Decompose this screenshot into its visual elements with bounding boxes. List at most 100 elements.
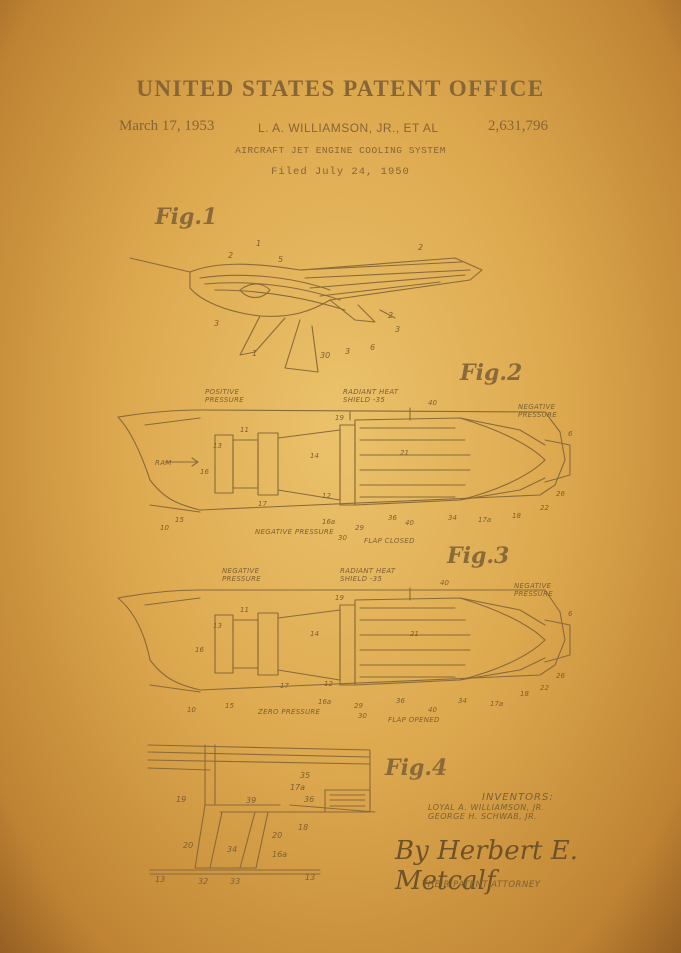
fig2-negative-pressure-bottom-label: NEGATIVE PRESSURE <box>255 528 334 536</box>
fig3-engine-drawing <box>117 587 571 693</box>
svg-text:13: 13 <box>305 873 315 882</box>
fig2-flap-closed-label: FLAP CLOSED <box>364 537 415 545</box>
svg-text:40: 40 <box>428 706 437 714</box>
svg-text:16a: 16a <box>322 518 335 526</box>
svg-text:36: 36 <box>388 514 397 522</box>
svg-text:3: 3 <box>214 319 219 328</box>
office-title: UNITED STATES PATENT OFFICE <box>136 76 545 101</box>
svg-text:17a: 17a <box>490 700 503 708</box>
fig4-label: Fig.4 <box>385 755 448 781</box>
fig3-label: Fig.3 <box>447 543 510 569</box>
svg-text:2: 2 <box>228 251 233 260</box>
fig3-negative-pressure-right-label: NEGATIVE PRESSURE <box>514 582 553 598</box>
filed-date: Filed July 24, 1950 <box>271 166 410 178</box>
svg-text:13: 13 <box>213 442 222 450</box>
svg-text:16: 16 <box>200 468 209 476</box>
fig3-negative-pressure-left-label: NEGATIVE PRESSURE <box>222 567 261 583</box>
patent-date: March 17, 1953 <box>119 118 215 134</box>
svg-text:36: 36 <box>396 697 405 705</box>
svg-text:33: 33 <box>230 877 240 886</box>
svg-text:39: 39 <box>246 796 256 805</box>
fig3-zero-pressure-label: ZERO PRESSURE <box>258 708 321 716</box>
fig1-aircraft-drawing <box>129 257 483 373</box>
svg-text:3: 3 <box>345 347 350 356</box>
fig3-flap-opened-label: FLAP OPENED <box>388 716 440 724</box>
svg-text:30: 30 <box>358 712 367 720</box>
svg-text:16a: 16a <box>318 698 331 706</box>
svg-text:40: 40 <box>440 579 449 587</box>
svg-text:2: 2 <box>418 243 423 252</box>
fig2-radiant-heat-shield-label: RADIANT HEAT SHIELD -35 <box>343 388 399 404</box>
svg-text:14: 14 <box>310 452 319 460</box>
patent-subtitle: AIRCRAFT JET ENGINE COOLING SYSTEM <box>235 145 446 156</box>
svg-text:16a: 16a <box>272 850 287 859</box>
svg-text:1: 1 <box>256 239 261 248</box>
svg-text:20: 20 <box>272 831 282 840</box>
svg-text:11: 11 <box>240 606 249 614</box>
svg-text:40: 40 <box>405 519 414 527</box>
fig2-ram-label: RAM <box>155 459 172 467</box>
inventors-block: INVENTORS: LOYAL A. WILLIAMSON, JR. GEOR… <box>420 792 554 821</box>
svg-text:11: 11 <box>240 426 249 434</box>
svg-text:21: 21 <box>400 449 409 457</box>
svg-text:2: 2 <box>388 311 393 320</box>
svg-text:1: 1 <box>252 349 257 358</box>
attorney-signature: By Herbert E. Metcalf <box>395 836 578 896</box>
svg-text:22: 22 <box>540 504 549 512</box>
svg-text:10: 10 <box>187 706 196 714</box>
svg-text:12: 12 <box>322 492 331 500</box>
svg-text:6: 6 <box>568 610 573 618</box>
fig4-reference-numerals: 19 39 35 17a 36 18 20 20 34 16a 13 32 33 13 <box>155 771 315 886</box>
inventors-line: L. A. WILLIAMSON, JR., ET AL <box>258 121 439 135</box>
inventor-name: LOYAL A. WILLIAMSON, JR. <box>428 803 545 812</box>
svg-text:17a: 17a <box>478 516 491 524</box>
svg-text:13: 13 <box>213 622 222 630</box>
patent-number: 2,631,796 <box>488 118 548 134</box>
svg-text:21: 21 <box>410 630 419 638</box>
fig2-engine-drawing <box>117 407 571 513</box>
svg-text:14: 14 <box>310 630 319 638</box>
svg-text:40: 40 <box>428 399 437 407</box>
svg-text:30: 30 <box>320 351 330 360</box>
svg-text:30: 30 <box>338 534 347 542</box>
svg-text:13: 13 <box>155 875 165 884</box>
svg-text:17: 17 <box>280 682 289 690</box>
svg-text:10: 10 <box>160 524 169 532</box>
svg-text:26: 26 <box>556 672 565 680</box>
svg-text:15: 15 <box>225 702 234 710</box>
svg-text:35: 35 <box>300 771 310 780</box>
svg-text:6: 6 <box>568 430 573 438</box>
fig1-label: Fig.1 <box>155 204 218 230</box>
inventors-heading: INVENTORS: <box>482 792 554 803</box>
svg-text:17a: 17a <box>290 783 305 792</box>
svg-text:34: 34 <box>227 845 237 854</box>
svg-text:32: 32 <box>198 877 208 886</box>
svg-text:6: 6 <box>370 343 375 352</box>
fig4-detail-drawing <box>147 744 376 875</box>
svg-text:12: 12 <box>324 680 333 688</box>
inventor-name: GEORGE H. SCHWAB, JR. <box>428 812 538 821</box>
svg-text:15: 15 <box>175 516 184 524</box>
fig2-negative-pressure-top-label: NEGATIVE PRESSURE <box>518 403 557 419</box>
fig2-positive-pressure-label: POSITIVE PRESSURE <box>205 388 244 404</box>
svg-text:20: 20 <box>183 841 193 850</box>
svg-text:22: 22 <box>540 684 549 692</box>
svg-text:36: 36 <box>304 795 314 804</box>
svg-text:19: 19 <box>176 795 186 804</box>
svg-text:5: 5 <box>278 255 283 264</box>
fig2-label: Fig.2 <box>460 360 523 386</box>
svg-text:19: 19 <box>335 594 344 602</box>
svg-text:34: 34 <box>458 697 467 705</box>
svg-text:18: 18 <box>520 690 529 698</box>
svg-text:26: 26 <box>556 490 565 498</box>
svg-text:3: 3 <box>395 325 400 334</box>
svg-text:16: 16 <box>195 646 204 654</box>
svg-text:18: 18 <box>298 823 308 832</box>
svg-text:34: 34 <box>448 514 457 522</box>
svg-text:29: 29 <box>355 524 364 532</box>
